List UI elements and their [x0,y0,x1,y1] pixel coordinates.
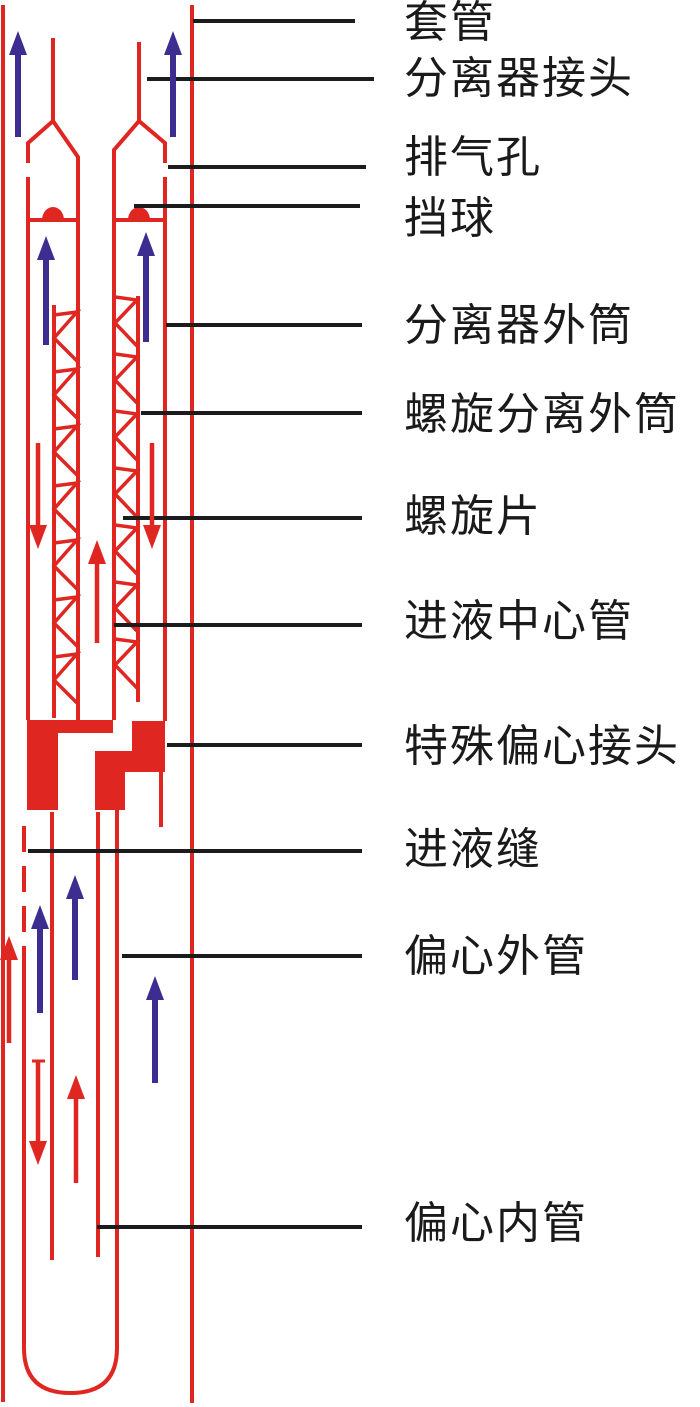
spiral-assembly [51,295,141,718]
flow-arrow-up-purple [31,905,49,1013]
label-liquid-inlet-center-tube: 进液中心管 [404,597,634,646]
flow-arrow-up-purple [66,875,84,980]
leader-lines [28,19,374,1229]
label-special-eccentric-joint: 特殊偏心接头 [404,722,680,771]
spiral-blade-zigzag-left [51,309,82,705]
flow-arrow-up-purple [164,31,182,137]
eccentric-joint-left [27,720,113,810]
label-spiral-blade: 螺旋片 [404,492,542,541]
label-vent-hole: 排气孔 [404,133,542,182]
flow-arrows [0,31,182,1183]
label-casing: 套管 [404,0,496,47]
flow-arrow-up-purple [9,31,27,137]
flow-arrow-down-red [143,443,161,549]
spiral-blade-zigzag-right [112,295,141,690]
label-liquid-inlet-slot: 进液缝 [404,825,542,874]
stop-ball-icon-right [128,207,150,220]
label-spiral-separation-outer-barrel: 螺旋分离外筒 [404,390,680,439]
label-separator-joint: 分离器接头 [404,54,634,103]
separator-body-left [26,38,80,720]
label-eccentric-outer-tube: 偏心外管 [404,932,588,981]
flow-arrow-up-red [0,936,18,1043]
flow-arrow-up-purple [146,976,164,1083]
label-eccentric-inner-tube: 偏心内管 [404,1199,588,1248]
left-separator-unit [26,38,80,720]
label-separator-outer-barrel: 分离器外筒 [404,301,634,350]
flow-arrow-up-red [67,1075,85,1183]
separator-body-right [112,42,167,721]
flow-arrow-up-purple [137,232,155,342]
flow-arrow-down-red [29,443,47,549]
eccentric-joint-right [95,721,165,810]
special-eccentric-joint-blocks [27,720,165,827]
flow-arrow-up-purple [37,236,55,345]
flow-arrow-up-red [88,540,106,643]
casing [1,5,194,1403]
right-separator-unit [112,42,167,721]
flow-arrow-down-red [29,1059,47,1165]
label-stop-ball: 挡球 [404,194,496,243]
stop-ball-icon-left [42,207,64,220]
eccentric-tubes [22,810,119,1396]
eccentric-outer-tube-bottom [22,1347,119,1396]
